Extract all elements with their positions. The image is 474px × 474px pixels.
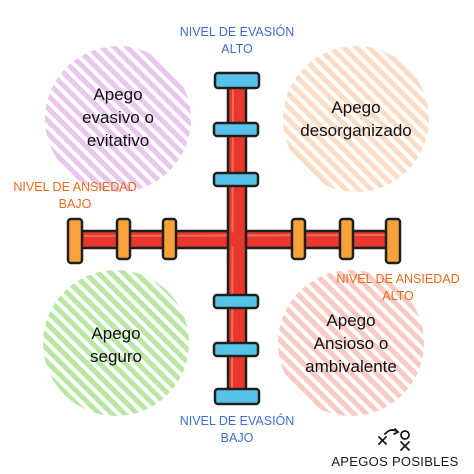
quadrant-label-avoidant-line3: evitativo bbox=[86, 131, 150, 150]
anxiety-axis-cap-left bbox=[66, 217, 84, 265]
evasion-axis-cap-bottom bbox=[213, 387, 261, 406]
anxiety-axis-tick bbox=[115, 217, 132, 261]
axis-label-evasion-low-line2: BAJO bbox=[220, 431, 254, 445]
x-arrow-o-play-icon bbox=[378, 428, 410, 451]
axis-label-anxiety-low-line2: BAJO bbox=[58, 197, 92, 211]
quadrant-label-secure: Apego seguro bbox=[46, 322, 186, 368]
quadrant-label-disorganized-line2: desorganizado bbox=[300, 121, 412, 140]
quadrant-label-avoidant: Apego evasivo o evitativo bbox=[48, 83, 188, 152]
axis-label-evasion-high-line1: NIVEL DE EVASIÓN bbox=[179, 25, 295, 39]
quadrant-label-disorganized-line1: Apego bbox=[331, 98, 381, 117]
quadrant-label-secure-line2: seguro bbox=[90, 347, 142, 366]
quadrant-label-anxious-line2: Ansioso o bbox=[313, 334, 389, 353]
evasion-axis-tick bbox=[212, 171, 260, 188]
quadrant-label-anxious-line3: ambivalente bbox=[305, 357, 397, 376]
quadrant-label-anxious-line1: Apego bbox=[326, 311, 376, 330]
brand-logo: APEGOS POSIBLES bbox=[320, 426, 470, 470]
axis-label-anxiety-high-line1: NIVEL DE ANSIEDAD bbox=[336, 272, 460, 286]
anxiety-axis-tick bbox=[290, 217, 307, 261]
axis-label-anxiety-low: NIVEL DE ANSIEDAD BAJO bbox=[0, 179, 150, 213]
brand-name: APEGOS POSIBLES bbox=[331, 454, 459, 469]
evasion-axis-tick bbox=[212, 293, 260, 310]
quadrant-circle-bottom-left bbox=[43, 270, 189, 416]
quadrant-label-secure-line1: Apego bbox=[91, 324, 141, 343]
anxiety-axis-cap-right bbox=[384, 217, 402, 265]
axis-crossing bbox=[229, 232, 245, 247]
evasion-axis-tick bbox=[212, 121, 260, 138]
axis-label-anxiety-high: NIVEL DE ANSIEDAD ALTO bbox=[322, 271, 474, 305]
quadrant-label-avoidant-line2: evasivo o bbox=[82, 108, 154, 127]
evasion-axis-cap-top bbox=[213, 71, 261, 90]
quadrant-circle-top-left bbox=[45, 46, 191, 192]
quadrant-circle-bottom-right bbox=[278, 270, 424, 416]
anxiety-axis-tick bbox=[161, 217, 178, 261]
axis-label-evasion-low-line1: NIVEL DE EVASIÓN bbox=[179, 414, 295, 428]
axis-label-evasion-high-line2: ALTO bbox=[221, 42, 253, 56]
evasion-axis-tick bbox=[212, 341, 260, 358]
quadrant-label-avoidant-line1: Apego bbox=[93, 85, 143, 104]
axis-label-anxiety-high-line2: ALTO bbox=[382, 289, 414, 303]
quadrant-label-anxious: Apego Ansioso o ambivalente bbox=[281, 309, 421, 378]
anxiety-axis-tick bbox=[338, 217, 355, 261]
axis-label-evasion-low: NIVEL DE EVASIÓN BAJO bbox=[157, 413, 317, 447]
quadrant-circle-top-right bbox=[283, 46, 429, 192]
axis-label-anxiety-low-line1: NIVEL DE ANSIEDAD bbox=[13, 180, 137, 194]
quadrant-label-disorganized: Apego desorganizado bbox=[283, 96, 429, 142]
axis-label-evasion-high: NIVEL DE EVASIÓN ALTO bbox=[157, 24, 317, 58]
